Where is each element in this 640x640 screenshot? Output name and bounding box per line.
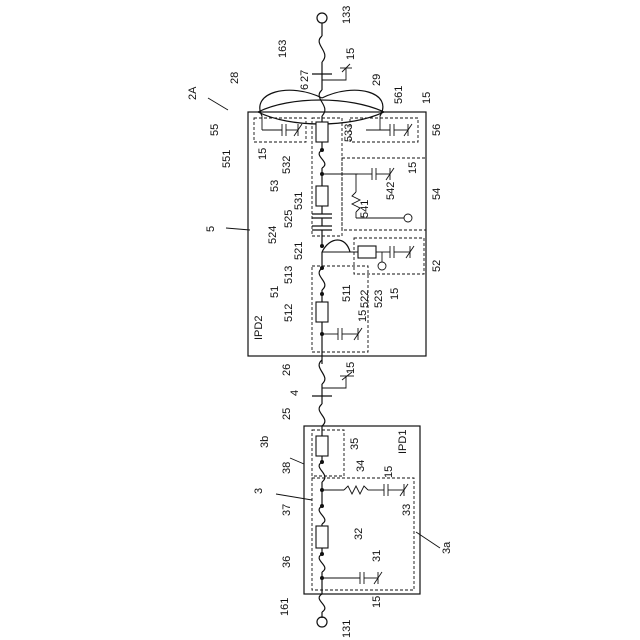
label-37: 37 <box>281 504 293 516</box>
inductor-513 <box>319 268 325 290</box>
label-38: 38 <box>281 462 293 474</box>
label-15-56: 15 <box>421 92 433 104</box>
resistor-32 <box>316 526 328 548</box>
inductor-532 <box>319 150 325 168</box>
label-15-31: 15 <box>371 596 383 608</box>
label-6: 6 <box>299 84 311 90</box>
label-52: 52 <box>431 260 443 272</box>
terminal-542 <box>404 214 412 222</box>
label-531: 531 <box>293 192 305 210</box>
label-15-33: 15 <box>383 466 395 478</box>
label-29: 29 <box>371 74 383 86</box>
label-533: 533 <box>343 124 355 142</box>
label-15-4: 15 <box>345 362 357 374</box>
label-34: 34 <box>355 460 367 472</box>
label-53: 53 <box>269 180 281 192</box>
label-56: 56 <box>431 124 443 136</box>
label-ipd2: IPD2 <box>253 316 265 340</box>
inductor-522 <box>322 240 350 252</box>
terminal-133 <box>317 13 327 23</box>
label-15-55: 15 <box>257 148 269 160</box>
figure-label: 2A <box>187 86 199 100</box>
label-561: 561 <box>393 86 405 104</box>
inductor-36 <box>319 554 325 572</box>
label-35: 35 <box>349 438 361 450</box>
bond-wire-163 <box>319 36 325 62</box>
label-3a: 3a <box>441 541 453 554</box>
resistor-34 <box>344 486 368 494</box>
label-32: 32 <box>353 528 365 540</box>
label-ipd1: IPD1 <box>397 430 409 454</box>
label-33: 33 <box>401 504 413 516</box>
resistor-531 <box>316 186 328 206</box>
inductor-37 <box>319 506 325 524</box>
label-513: 513 <box>283 266 295 284</box>
label-522: 522 <box>359 290 371 308</box>
label-523: 523 <box>373 290 385 308</box>
label-36: 36 <box>281 556 293 568</box>
label-3b: 3b <box>259 436 271 448</box>
label-521: 521 <box>293 242 305 260</box>
label-525: 525 <box>283 210 295 228</box>
label-51: 51 <box>269 286 281 298</box>
bond-wire-25 <box>319 404 325 426</box>
label-26: 26 <box>281 364 293 376</box>
label-55: 55 <box>209 124 221 136</box>
label-161: 161 <box>279 598 291 616</box>
resistor-35 <box>316 436 328 456</box>
inductor-38 <box>319 462 325 482</box>
resistor-512 <box>316 302 328 322</box>
label-524: 524 <box>267 226 279 244</box>
label-133: 133 <box>341 6 353 24</box>
label-28: 28 <box>229 72 241 84</box>
label-3: 3 <box>253 488 265 494</box>
label-511: 511 <box>341 284 353 302</box>
label-512: 512 <box>283 304 295 322</box>
label-163: 163 <box>277 40 289 58</box>
label-15-top: 15 <box>345 48 357 60</box>
resistor-521 <box>358 246 376 258</box>
label-54: 54 <box>431 188 443 200</box>
label-25: 25 <box>281 408 293 420</box>
label-15-54: 15 <box>407 162 419 174</box>
terminal-131 <box>317 617 327 627</box>
label-27: 27 <box>299 70 311 82</box>
label-551: 551 <box>221 150 233 168</box>
label-5: 5 <box>205 226 217 232</box>
terminal-523 <box>378 262 386 270</box>
label-541: 541 <box>359 200 371 218</box>
label-131: 131 <box>341 620 353 638</box>
label-4: 4 <box>289 390 301 396</box>
label-31: 31 <box>371 550 383 562</box>
label-15-52: 15 <box>389 288 401 300</box>
bond-wire-161 <box>319 594 325 612</box>
resistor-533 <box>316 122 328 142</box>
label-15-51: 15 <box>357 310 369 322</box>
label-542: 542 <box>385 182 397 200</box>
label-532: 532 <box>281 156 293 174</box>
